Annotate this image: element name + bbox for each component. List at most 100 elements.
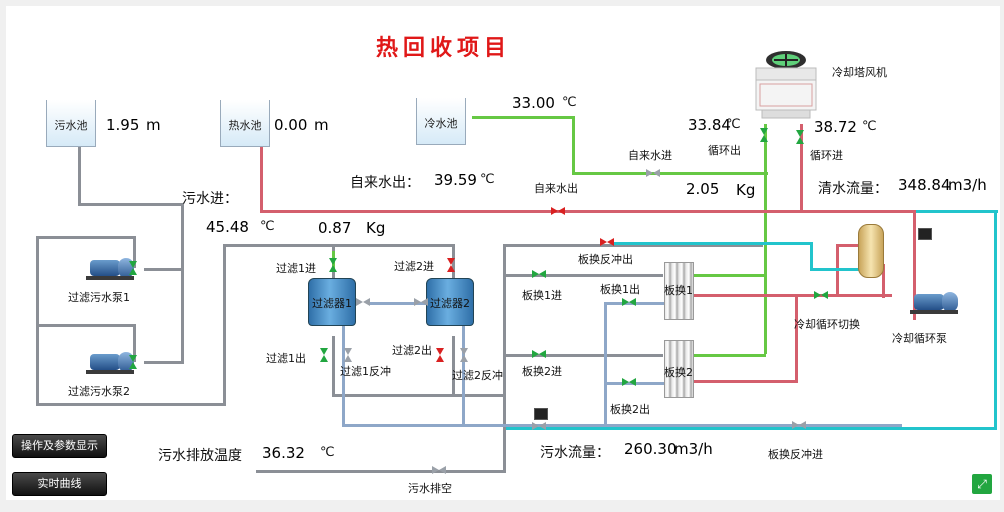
filter2-label: 过滤器2 [430,297,470,310]
hot-tank: 热水池 [220,100,270,147]
pipe [836,244,860,247]
tower-in-temp-value: 38.72 [814,118,857,136]
pipe [332,394,506,397]
pump2-valve[interactable] [129,355,137,369]
filter2-in-valve[interactable] [447,258,455,272]
tap-in-label: 自来水进 [628,149,672,162]
plate2-label: 板换2 [664,366,693,379]
filter1-in-label: 过滤1进 [276,262,316,275]
pipe [572,116,575,174]
pipe [506,427,906,430]
tower-out-temp-value: 33.84 [688,116,731,134]
pipe [902,427,997,430]
filter1-in-valve[interactable] [329,258,337,272]
pipe [223,244,455,247]
plate-backflush-out-valve[interactable] [600,238,614,246]
cooling-tower[interactable] [752,48,820,120]
hot-tank-label: 热水池 [228,119,262,132]
filter1-out-valve[interactable] [320,348,328,362]
pipe [260,146,263,212]
pipe [913,210,916,320]
plate2-out-label: 板换2出 [610,403,650,416]
realtime-curve-button[interactable]: 实时曲线 [12,472,107,496]
pump1-valve[interactable] [129,261,137,275]
filter-2[interactable]: 过滤器2 [426,278,474,326]
plate-backflush-out-label: 板换反冲出 [578,253,633,266]
circulation-out-valve[interactable] [760,128,768,142]
pipe [882,264,885,298]
pipe [36,236,136,239]
tap-in-valve[interactable] [646,169,660,177]
pipe [368,302,428,305]
filter2-side-valve[interactable] [414,298,428,306]
circulation-in-valve[interactable] [796,130,804,144]
filter2-out-valve[interactable] [436,348,444,362]
pipe [916,210,998,213]
pipe [78,203,184,206]
pipe [612,242,812,245]
sewage-drain-valve[interactable] [432,466,446,474]
pipe [133,236,136,268]
plate-exchanger-1[interactable] [664,262,694,320]
cooling-switch-label: 冷却循环切换 [794,318,860,331]
cold-tank-label: 冷水池 [424,117,458,130]
pipe [472,116,574,119]
pipe [36,403,226,406]
plate1-in-label: 板换1进 [522,289,562,302]
pipe [36,236,39,406]
pipe [256,470,506,473]
plate1-out-label: 板换1出 [600,283,640,296]
pipe [332,336,335,396]
filter2-backflush-valve[interactable] [460,348,468,362]
tap-out-label: 自来水出 [534,182,578,195]
filter1-backflush-valve[interactable] [344,348,352,362]
process-canvas: 热回收项目 污水池 1 [6,6,1000,500]
sewage-in-mass-unit: Kg [366,219,386,237]
pipe [503,244,763,247]
hot-level-unit: m [314,116,329,134]
pipe [342,424,902,427]
pipe [223,244,226,406]
cooling-switch-valve[interactable] [814,291,828,299]
hot-level-value: 0.00 [274,116,308,134]
plate1-in-valve[interactable] [532,270,546,278]
cooling-pump-label: 冷却循环泵 [892,332,947,345]
filter-1[interactable]: 过滤器1 [308,278,356,326]
plate2-in-valve[interactable] [532,350,546,358]
clean-flow-unit: m3/h [948,176,987,194]
sewage-flow-meter-icon [534,408,548,420]
fullscreen-icon[interactable]: ⤢ [972,474,992,494]
filter2-backflush-label: 过滤2反冲 [452,369,503,382]
plate2-in-label: 板换2进 [522,365,562,378]
sewage-tank-label: 污水池 [54,119,88,132]
sewage-flow-valve[interactable] [532,422,546,430]
cooling-circulation-pump[interactable] [906,292,962,314]
plate1-out-valve[interactable] [622,298,636,306]
discharge-temp-label: 污水排放温度 [158,448,242,464]
tap-out-temp-value: 39.59 [434,171,477,189]
plate1-label: 板换1 [664,284,693,297]
pipe [452,336,455,396]
plate-backflush-in-valve[interactable] [792,421,806,429]
clean-flow-value: 348.84 [898,176,951,194]
pipe [144,268,184,271]
pipe [810,242,813,270]
filter1-side-valve[interactable] [356,298,370,306]
flow-meter-icon [918,228,932,240]
separator-tank [858,224,884,278]
pipe [78,146,81,206]
pipe [692,294,892,297]
tap-out-caption: 自来水出： [350,175,420,191]
tap-mass-value: 2.05 [686,180,720,198]
sewage-drain-label: 污水排空 [408,482,452,495]
sewage-flow-unit: m3/h [674,440,713,458]
sewage-tank: 污水池 [46,100,96,147]
plate-exchanger-2[interactable] [664,340,694,398]
sewage-in-mass-value: 0.87 [318,219,352,237]
plate2-out-valve[interactable] [622,378,636,386]
ops-params-button[interactable]: 操作及参数显示 [12,434,107,458]
pipe [36,324,136,327]
tap-out-valve[interactable] [551,207,565,215]
plate-backflush-in-label: 板换反冲进 [768,448,823,461]
pipe [503,354,663,357]
